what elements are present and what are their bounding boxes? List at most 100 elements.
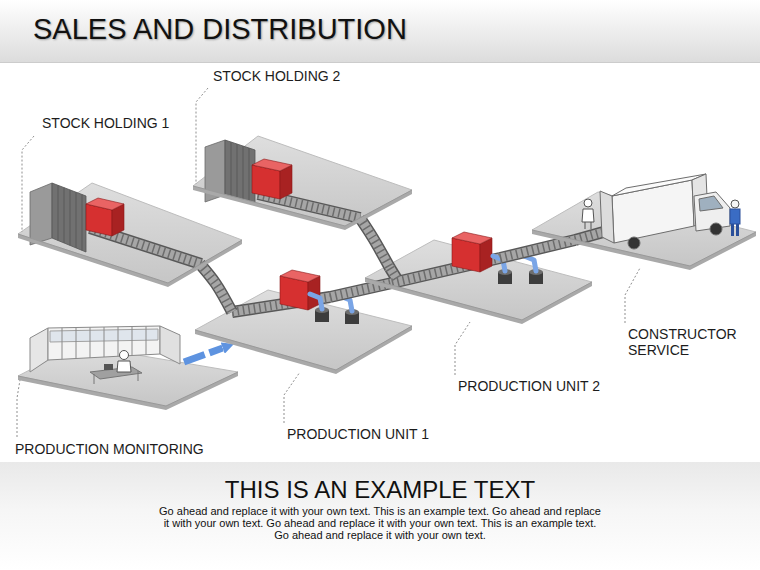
worker-figure — [591, 222, 592, 229]
platform-top — [193, 136, 412, 226]
leader-line — [455, 322, 470, 375]
control-room — [160, 326, 180, 364]
leader-line — [17, 380, 20, 437]
crate — [452, 232, 492, 244]
node-label: PRODUCTION MONITORING — [15, 441, 204, 457]
control-room — [138, 371, 139, 381]
control-room — [76, 328, 77, 359]
worker-figure — [731, 200, 739, 208]
warehouse — [64, 188, 65, 243]
platform-edge — [195, 326, 412, 374]
conveyor-surface — [200, 264, 232, 312]
warehouse — [58, 185, 82, 250]
delivery-van — [710, 223, 722, 235]
warehouse — [82, 195, 83, 251]
warehouse — [58, 185, 59, 240]
delivery-van — [628, 237, 640, 249]
warehouse — [243, 146, 244, 201]
warehouse — [30, 183, 52, 245]
control-room — [30, 326, 180, 384]
control-room — [132, 327, 133, 356]
platform-node: PRODUCTION MONITORING — [18, 345, 238, 410]
conveyor-heads — [360, 218, 390, 268]
label-holder: PRODUCTION UNIT 2 — [458, 378, 600, 394]
conveyor-frame — [500, 240, 575, 258]
warehouse — [76, 192, 77, 248]
worker-figure — [585, 222, 586, 229]
label-holder: PRODUCTION UNIT 1 — [287, 426, 429, 442]
node-label: STOCK HOLDING 1 — [42, 115, 169, 131]
label-holder: CONSTRUCTOR SERVICE — [628, 326, 754, 358]
control-room — [48, 326, 160, 360]
title-holder: SALES AND DISTRIBUTION — [33, 12, 407, 47]
warehouse — [70, 190, 71, 246]
node-label: PRODUCTION UNIT 2 — [458, 378, 600, 394]
leader-line — [284, 372, 300, 423]
platform-node: STOCK HOLDING 2 — [193, 136, 412, 230]
conveyor-surface — [500, 240, 575, 258]
conveyor-belt — [390, 268, 398, 281]
conveyor-connector — [500, 240, 575, 258]
node-label: CONSTRUCTOR SERVICE — [628, 326, 754, 358]
warehouse — [237, 144, 238, 199]
conveyor-surface — [360, 218, 390, 268]
platform-node: PRODUCTION UNIT 2 — [365, 240, 592, 324]
conveyor-belt — [90, 194, 614, 312]
header-bar — [0, 0, 760, 63]
control-room — [104, 364, 113, 370]
delivery-van — [600, 191, 614, 243]
conveyor-heads — [200, 264, 232, 312]
label-holder: PRODUCTION MONITORING — [15, 441, 204, 457]
caption-heading: THIS IS AN EXAMPLE TEXT — [0, 476, 760, 504]
conveyor-rollers — [360, 218, 390, 268]
header-bar — [0, 0, 760, 62]
conveyor-rollers — [200, 264, 232, 312]
platform-node: STOCK HOLDING 1 — [18, 183, 242, 287]
label-holder: STOCK HOLDING 2 — [213, 68, 340, 84]
crate — [252, 159, 292, 171]
platform-edge — [193, 186, 412, 230]
delivery-van — [699, 196, 723, 211]
crate — [86, 159, 492, 310]
worker-figure — [582, 199, 740, 236]
platform-outline — [365, 278, 592, 320]
conveyor-rollers — [500, 240, 575, 258]
warehouse — [231, 142, 232, 197]
warehouse — [231, 142, 249, 203]
signal-line — [184, 348, 223, 362]
platform-rim — [532, 192, 756, 270]
conveyor-heads — [500, 240, 575, 258]
control-room — [90, 367, 142, 379]
conveyor-connector — [360, 218, 390, 268]
conveyor-belt — [90, 194, 614, 312]
caption-body: Go ahead and replace it with your own te… — [157, 505, 603, 541]
control-room — [30, 328, 48, 372]
warehouse — [52, 183, 86, 252]
node-label: PRODUCTION UNIT 1 — [287, 426, 429, 442]
platform-edge — [532, 230, 756, 270]
worker-figure — [736, 224, 739, 236]
warehouse — [249, 148, 250, 203]
label-holder: STOCK HOLDING 1 — [42, 115, 169, 131]
platform-outline — [18, 234, 242, 283]
worker-figure — [582, 209, 594, 222]
platform-node: PRODUCTION UNIT 1 — [195, 290, 412, 374]
platform-rim — [365, 240, 592, 324]
conveyor-belt — [90, 194, 614, 312]
signal-arrow — [184, 348, 223, 362]
platform-rim — [195, 290, 412, 374]
platform-outline — [195, 326, 412, 370]
control-room — [104, 327, 105, 357]
platform-edge — [18, 234, 242, 287]
robot-arm — [524, 256, 536, 271]
platform-outline — [18, 372, 238, 406]
node-label: STOCK HOLDING 2 — [213, 68, 340, 84]
robot-arm — [310, 294, 322, 309]
control-room — [146, 326, 147, 355]
control-room — [90, 327, 91, 358]
crate — [280, 270, 320, 282]
control-room — [120, 351, 129, 360]
leader-line — [625, 268, 640, 323]
platform-rim — [193, 136, 412, 230]
control-room — [62, 328, 63, 360]
